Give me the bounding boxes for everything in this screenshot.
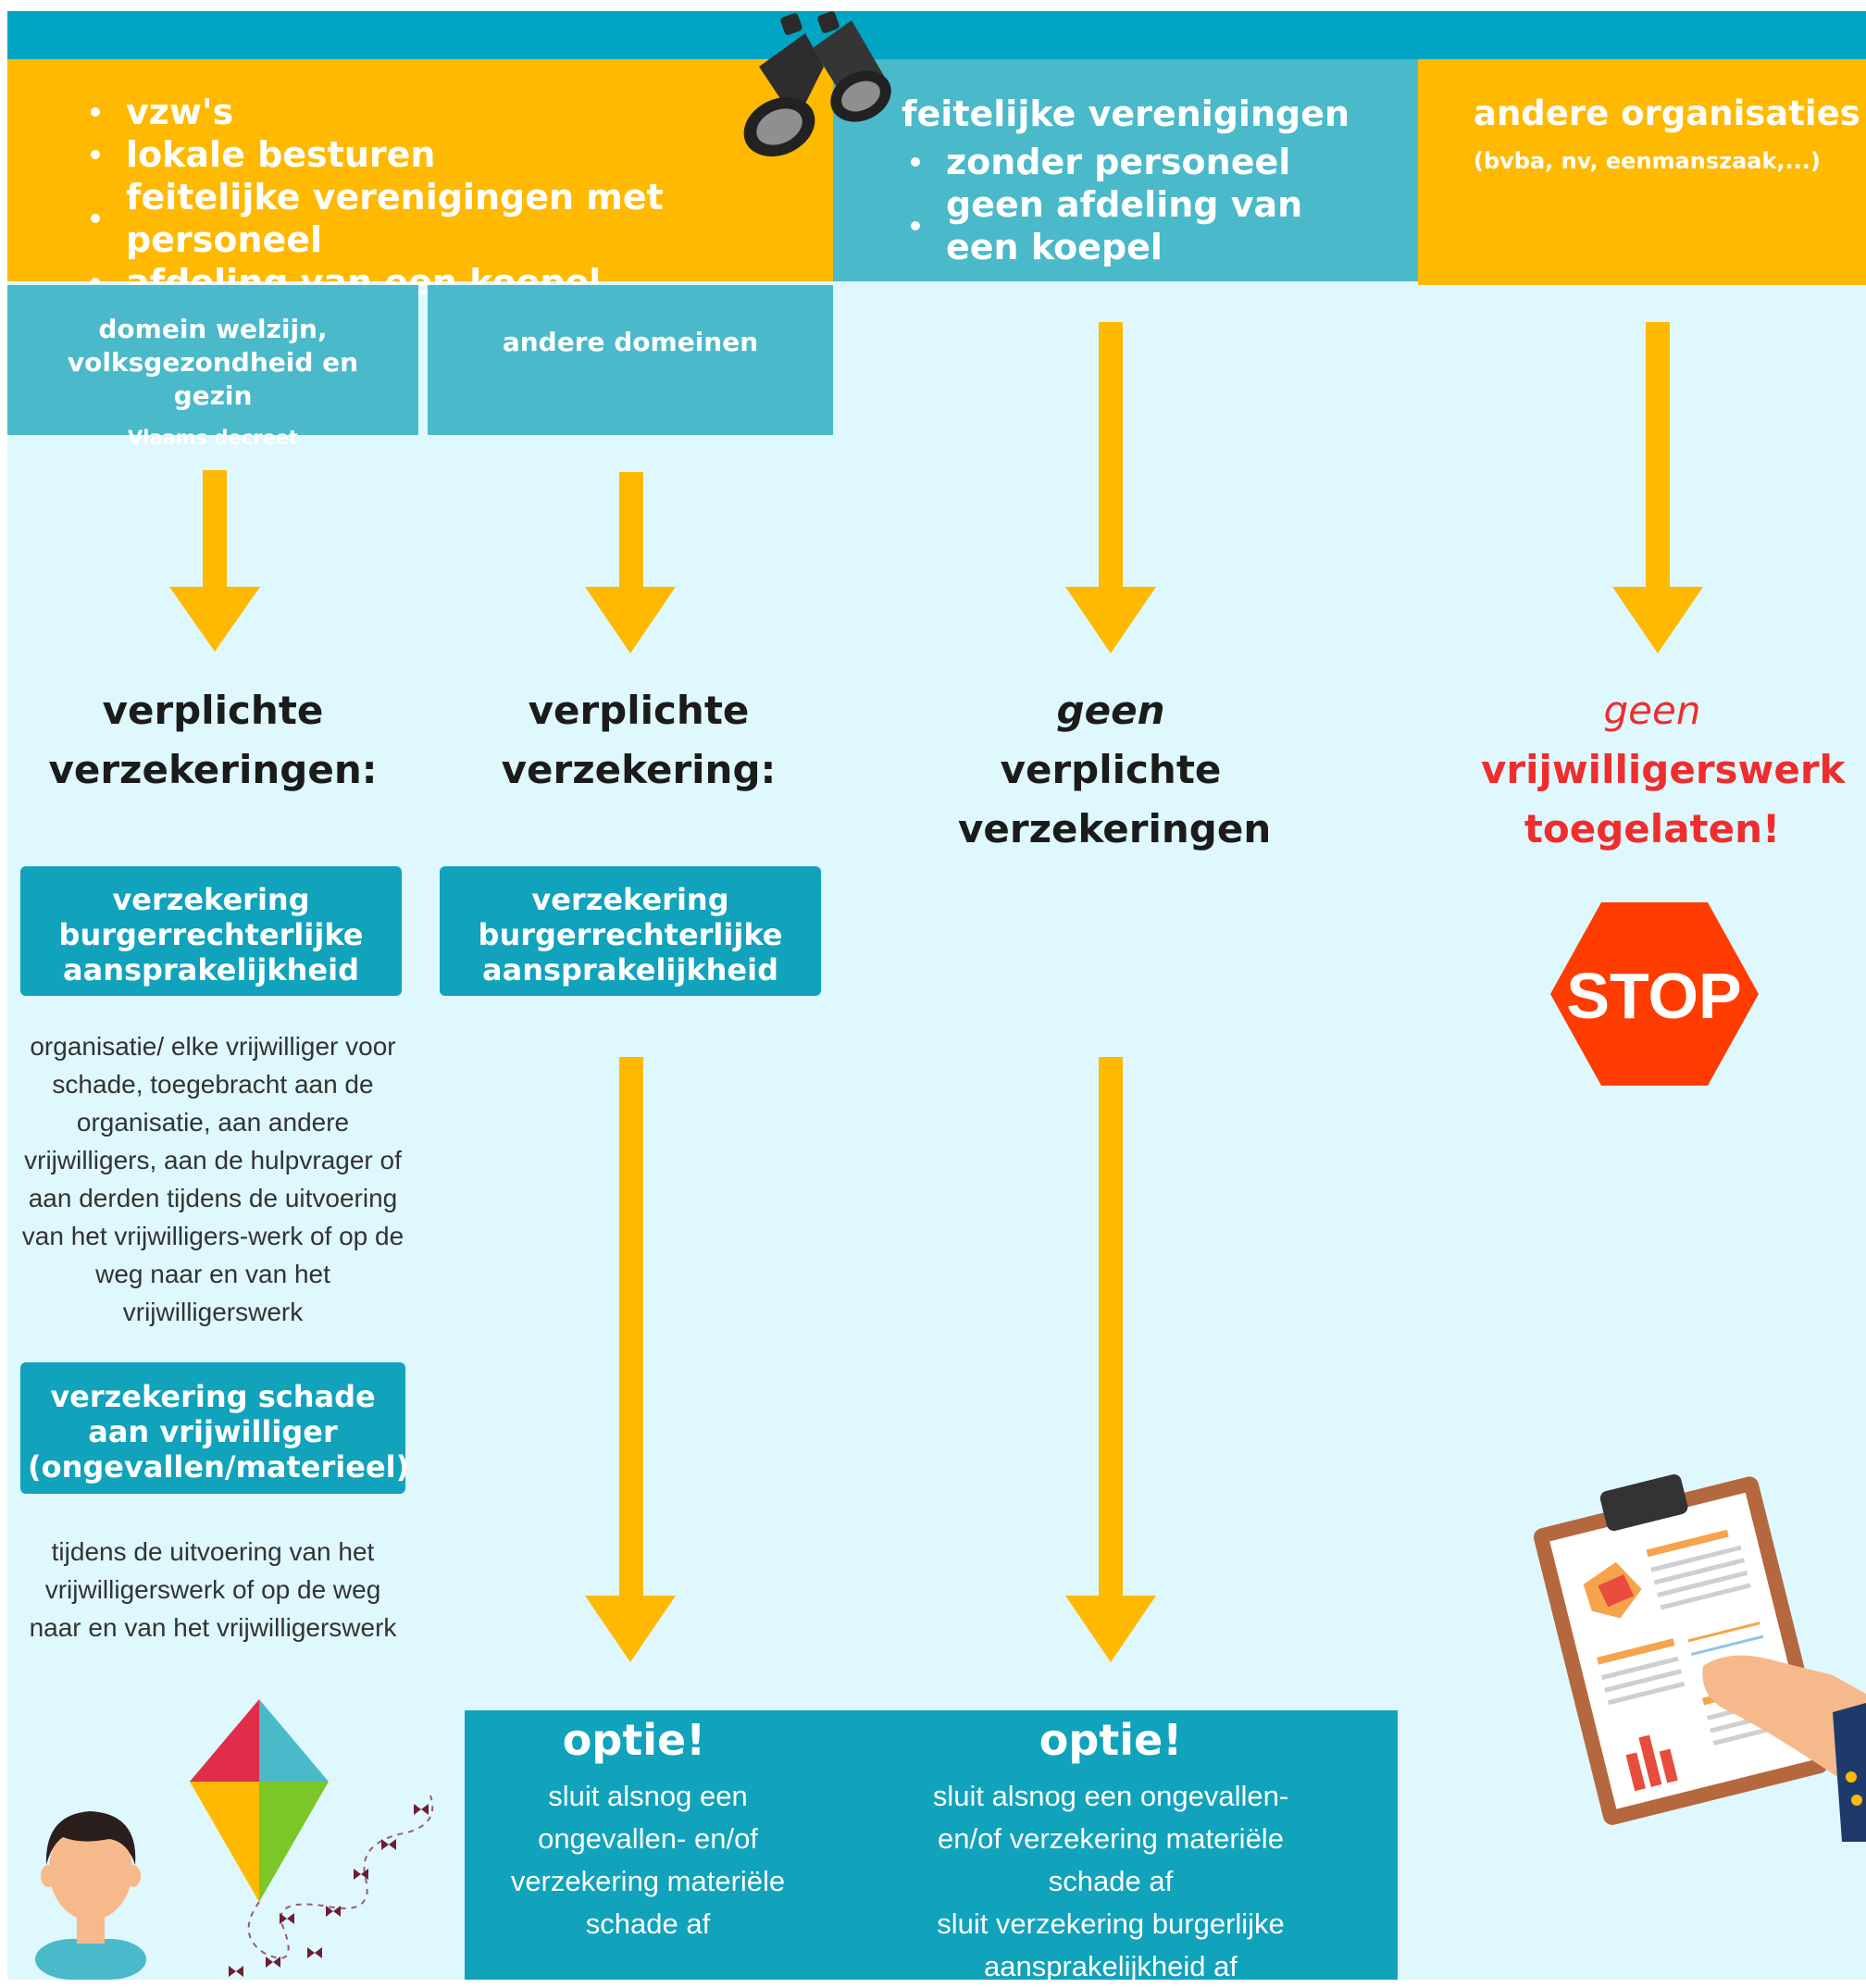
kite-icon [190,1699,434,1977]
options-panel [465,1710,1398,1980]
arrow-option-right [1065,1057,1156,1662]
badge-damage-text: verzekering schade aan vrijwilliger (ong… [28,1379,410,1485]
option-left: optie! sluit alsnog een ongevallen- en/o… [481,1712,815,1945]
header-col3-subtitle: (bvba, nv, eenmanszaak,...) [1474,148,1821,174]
top-bar [7,11,1866,59]
badge-liability-2-text: verzekering burgerrechterlijke aansprake… [478,882,783,988]
hand-icon [1702,1655,1866,1842]
header-col2-list: zonder personeel geen afdeling van een k… [902,141,1418,268]
subheader-welfare-title: domein welzijn, volksgezondheid en gezin [67,314,359,411]
option-right: optie! sluit alsnog een ongevallen- en/o… [907,1712,1314,1988]
header-col2-item: zonder personeel [902,141,1418,183]
result-col4-emphasis: geen [1603,688,1701,733]
option-right-title: optie! [1039,1715,1183,1765]
stop-sign-icon: STOP [1550,902,1759,1086]
result-col3-emphasis: geen [1056,688,1165,733]
person-avatar-icon [35,1811,146,1980]
header-col1-item: feitelijke verenigingen met personeel [81,176,833,261]
arrow-col1 [169,470,260,652]
clipboard-report-icon [1533,1474,1829,1825]
result-col3: geen verplichte verzekeringen [944,681,1277,859]
header-col1: vzw's lokale besturen feitelijke verenig… [7,59,833,303]
subheader-other-title: andere domeinen [502,327,759,357]
result-col4-text: vrijwilligerswerk toegelaten! [1481,747,1846,851]
header-col2: feitelijke verenigingen zonder personeel… [833,59,1418,281]
arrow-option-left [585,1057,676,1662]
header-col1-item: lokale besturen [81,133,833,176]
option-right-text1: sluit alsnog een ongevallen- en/of verze… [932,1780,1289,1897]
header-col3: andere organisaties (bvba, nv, eenmansza… [1418,59,1866,285]
header-col2-item: geen afdeling van een koepel [902,183,1381,268]
header-col1-list: vzw's lokale besturen feitelijke verenig… [81,91,833,304]
subheader-welfare: domein welzijn, volksgezondheid en gezin… [7,285,418,449]
subheader-welfare-note: Vlaams decreet [127,427,299,449]
badge-liability-1: verzekering burgerrechterlijke aansprake… [20,866,402,996]
badge-damage: verzekering schade aan vrijwilliger (ong… [20,1362,410,1494]
arrow-col3 [1065,322,1156,653]
badge-liability-1-text: verzekering burgerrechterlijke aansprake… [58,882,364,988]
arrow-col4 [1612,322,1703,653]
paragraph-damage: tijdens de uitvoering van het vrijwillig… [29,1537,397,1642]
header-col3-title: andere organisaties [1474,93,1860,133]
result-col1: verplichte verzekeringen: [48,688,378,792]
result-col4: geen vrijwilligerswerk toegelaten! [1481,681,1846,859]
option-right-text2: sluit verzekering burgerlijke aansprakel… [937,1907,1285,1982]
result-col3-text: verplichte verzekeringen [958,747,1272,851]
binoculars-icon [743,11,891,157]
header-col2-title: feitelijke verenigingen [902,93,1350,134]
option-left-text: sluit alsnog een ongevallen- en/of verze… [510,1780,786,1940]
stop-sign-text: STOP [1566,960,1741,1032]
option-left-title: optie! [562,1715,706,1765]
arrow-col2 [585,472,676,653]
result-col2: verplichte verzekering: [501,688,777,792]
header-col1-item: vzw's [81,91,833,133]
paragraph-liability: organisatie/ elke vrijwilliger voor scha… [21,1032,404,1326]
subheader-other: andere domeinen [428,285,833,435]
badge-liability-2: verzekering burgerrechterlijke aansprake… [440,866,821,996]
